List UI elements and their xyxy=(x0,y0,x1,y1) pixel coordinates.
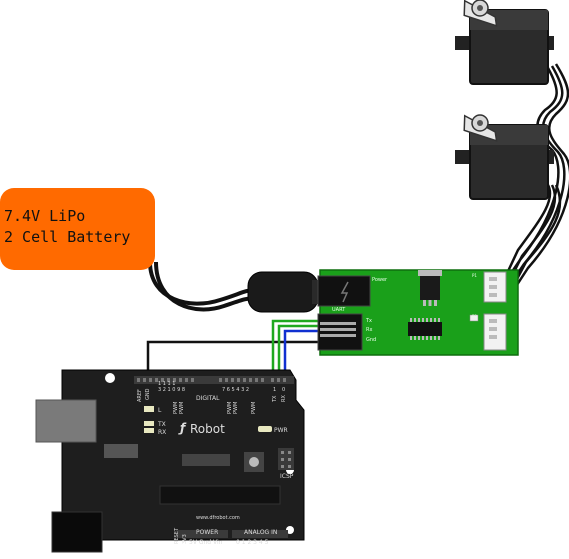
label-pwm-3: PWM xyxy=(227,402,233,414)
label-analog-in: ANALOG IN xyxy=(244,529,277,536)
power-header xyxy=(176,530,228,538)
reset-button xyxy=(249,457,259,467)
pin-rx-number: 0 xyxy=(282,387,285,393)
regulator-tab xyxy=(418,270,442,276)
led-rx xyxy=(144,428,154,433)
digital-pin-numbers-a: 3 2 1 0 9 8 xyxy=(158,387,185,393)
servo-motor-bottom xyxy=(455,114,554,200)
label-reset: RESET xyxy=(174,527,180,544)
arduino-board: AREF GND 3 2 1 0 9 8 1 1 1 1 7 6 5 4 3 2… xyxy=(35,369,305,553)
label-pwm-4: PWM xyxy=(233,402,239,414)
website-label: www.dfrobot.com xyxy=(196,515,240,521)
capacitors xyxy=(104,444,138,458)
label-digital: DIGITAL xyxy=(196,395,220,402)
tx-wire-2 xyxy=(277,324,318,380)
label-icsp: ICSP xyxy=(280,473,294,480)
pwr-led xyxy=(258,426,272,432)
battery-cable xyxy=(148,261,256,312)
label-pwr: PWR xyxy=(274,427,288,434)
components-row xyxy=(182,454,230,466)
digital-pin-tens-a: 1 1 1 1 xyxy=(158,381,176,387)
dc-jack xyxy=(51,511,103,553)
power-bolt-icon xyxy=(340,281,349,303)
mount-hole xyxy=(105,373,115,383)
label-power-group: POWER xyxy=(196,529,218,536)
label-led-rx: RX xyxy=(158,429,166,436)
microcontroller-chip xyxy=(159,485,281,505)
label-aref: AREF xyxy=(137,389,143,402)
label-led-l: L xyxy=(158,407,162,414)
label-pwm-2: PWM xyxy=(179,402,185,414)
servo-wires xyxy=(501,63,569,295)
usb-port xyxy=(35,399,97,443)
label-pwm-1: PWM xyxy=(173,402,179,414)
brand-name: Robot xyxy=(190,422,225,436)
battery-connector xyxy=(247,271,319,313)
small-component xyxy=(469,314,479,322)
servo-motor-top xyxy=(455,0,554,85)
led-tx xyxy=(144,421,154,426)
pin-tx-number: 1 xyxy=(273,387,276,393)
battery-label-line2: 2 Cell Battery xyxy=(4,228,130,246)
ic-chip xyxy=(408,322,442,336)
label-gnd-pin: GND xyxy=(145,388,151,400)
label-p2: P2 xyxy=(472,314,477,319)
label-uart: UART xyxy=(332,307,346,313)
label-tx: Tx xyxy=(365,318,372,324)
label-pwm-5: PWM xyxy=(251,402,257,414)
led-l xyxy=(144,406,154,412)
digital-header xyxy=(134,376,294,384)
label-rx: Rx xyxy=(366,327,372,333)
label-led-tx: TX xyxy=(157,421,166,428)
label-p1: P1 xyxy=(472,273,477,278)
label-analog-pins: 0 1 2 3 4 5 xyxy=(236,539,269,546)
voltage-regulator xyxy=(420,276,440,300)
label-tx-pin: TX xyxy=(272,395,278,403)
rx-wire xyxy=(283,329,318,380)
analog-header xyxy=(232,530,288,538)
label-power: Power xyxy=(372,277,388,283)
label-gnd: Gnd xyxy=(366,337,376,343)
icsp-header xyxy=(278,448,294,470)
label-power-pins: 5V Gnd Vin xyxy=(189,539,223,546)
digital-pin-numbers-b: 7 6 5 4 3 2 xyxy=(222,387,249,393)
tx-wire xyxy=(271,319,318,380)
battery-pack: 7.4V LiPo 2 Cell Battery xyxy=(0,188,155,270)
brand-logo-icon: ƒ xyxy=(178,421,187,435)
label-3v3: 3V3 xyxy=(182,534,188,544)
serial-wires xyxy=(146,319,318,380)
label-rx-pin: RX xyxy=(281,395,287,402)
uart-connector xyxy=(317,313,363,351)
battery-label-line1: 7.4V LiPo xyxy=(4,207,85,225)
servo-controller-board: Power UART Tx Rx Gnd P1 P2 xyxy=(317,269,519,356)
gnd-wire xyxy=(146,340,318,380)
